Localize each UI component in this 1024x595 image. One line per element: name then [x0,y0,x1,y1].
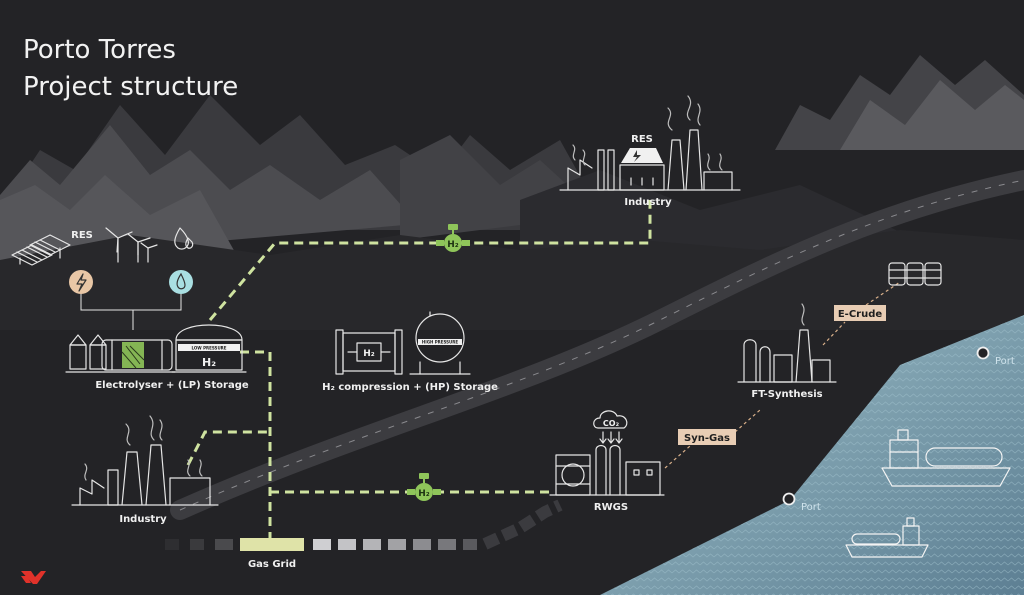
electrolyser-icon [65,334,176,373]
factory-left-icon [71,415,219,506]
co2-label: CO₂ [603,419,620,428]
compression-label: H₂ compression + (HP) Storage [322,382,498,393]
high-pressure-band [418,339,462,345]
port-marker-1[interactable]: Port [976,346,1015,368]
title-line-2: Project structure [23,72,239,102]
ft-synthesis-label: FT-Synthesis [751,389,822,400]
rwgs-plant-icon [549,444,665,496]
electrolyser-label: Electrolyser + (LP) Storage [95,380,249,391]
res-power-node [69,270,93,294]
tag-ecrude-text: E-Crude [838,309,883,320]
page-title: Porto Torres Project structure [23,32,238,106]
compressor-h2-label: H₂ [363,349,375,359]
gas-grid-highlight [240,538,304,551]
valve-top-label: H₂ [447,240,459,250]
wind-turbine-icon [105,227,158,263]
port-marker-2[interactable]: Port [782,492,821,514]
low-pressure-label: LOW PRESSURE [192,346,227,351]
barrels-icon [888,262,942,286]
road [170,170,1024,520]
lightning-icon [76,273,87,292]
gas-grid-label: Gas Grid [248,559,296,570]
co2-cloud-icon [593,410,628,444]
ship-icon [881,429,1011,487]
high-pressure-label: HIGH PRESSURE [422,340,459,345]
title-line-1: Porto Torres [23,35,176,65]
valve-top[interactable]: H₂ [436,224,470,252]
dotted-links [664,281,901,469]
valve-bottom[interactable]: H₂ [407,473,441,501]
brand-logo-icon [21,571,46,584]
hp-storage-sphere-icon [409,311,471,375]
water-node [169,270,193,294]
ft-synthesis-icon [737,303,837,383]
port1-label: Port [995,356,1015,367]
mountains-right [775,55,1024,150]
rooftop-solar-icon [621,148,663,163]
electrolyser-cell [121,342,145,369]
low-pressure-band [178,344,240,351]
solar-panel-icon [11,234,71,266]
port2-label: Port [801,502,821,513]
lp-tank-h2-label: H₂ [202,356,216,369]
tag-ecrude: E-Crude [834,305,886,321]
tag-syngas-text: Syn-Gas [684,433,730,444]
ship-small-icon [845,517,929,558]
gas-grid-bar [165,499,563,551]
lp-storage-tank-icon [171,324,247,373]
res-connectors [80,294,182,330]
sea [600,315,1024,595]
compressor-icon [335,329,403,375]
factory-icon [559,95,741,191]
res-top-label: RES [631,134,653,145]
industry-left-label: Industry [119,514,167,525]
res-left-label: RES [71,230,93,241]
tag-syngas: Syn-Gas [678,429,736,445]
industry-top-label: Industry [624,197,672,208]
rwgs-label: RWGS [594,502,628,513]
water-drop-icon [174,227,194,250]
valve-bottom-label: H₂ [418,489,430,499]
